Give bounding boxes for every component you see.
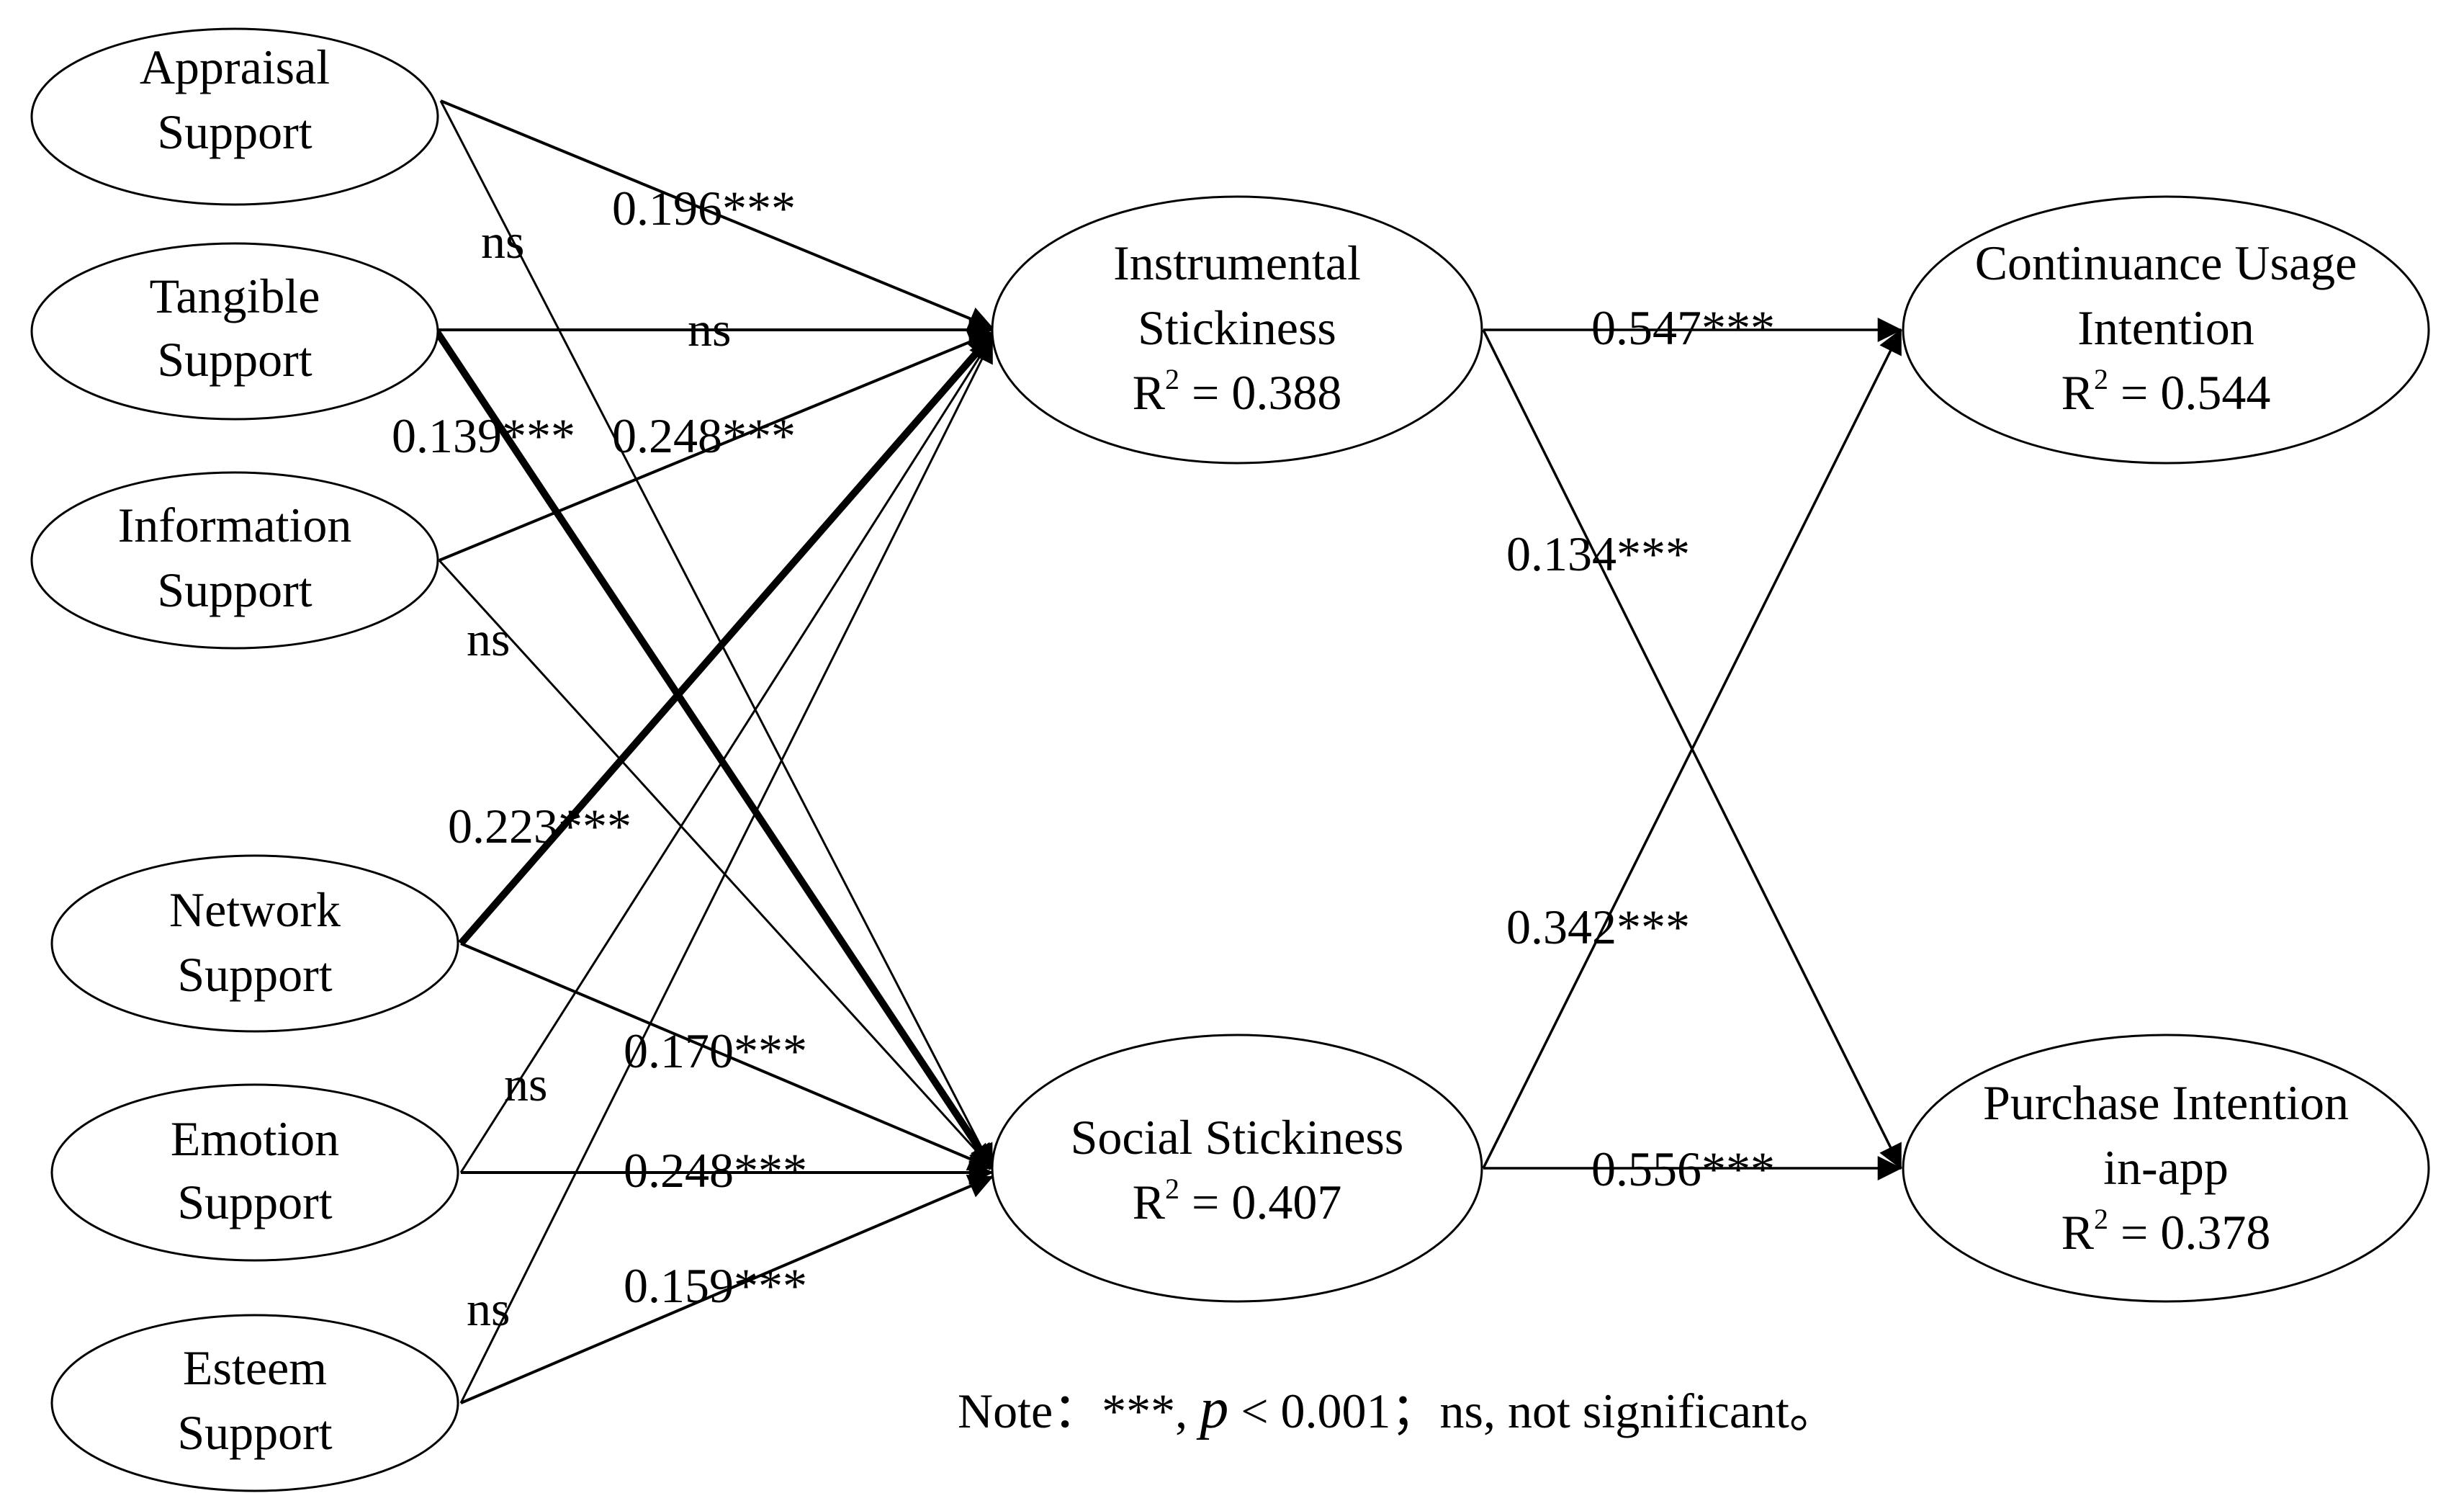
label-emotion-social: 0.248*** xyxy=(624,1143,807,1198)
node-instrumental-r2: R2 = 0.388 xyxy=(1133,363,1342,420)
node-emotion-line1: Emotion xyxy=(171,1111,339,1166)
node-social-r2: R2 = 0.407 xyxy=(1133,1173,1342,1229)
path-esteem-social xyxy=(460,1175,994,1404)
note-suffix: < 0.001；ns, not significant。 xyxy=(1228,1384,1838,1438)
label-appraisal-instrumental: 0.196*** xyxy=(612,181,796,236)
note-p: p xyxy=(1196,1377,1228,1440)
node-purchase-intention-in-app: Purchase Intention in-app R2 = 0.378 xyxy=(1902,1034,2430,1303)
node-continuance-line2: Intention xyxy=(2077,300,2254,355)
path-network-instrumental xyxy=(458,332,995,946)
path-tangible-social xyxy=(432,328,996,1170)
label-information-social: ns xyxy=(467,611,510,666)
node-network-line2: Support xyxy=(177,947,332,1002)
label-instrumental-continuance: 0.547*** xyxy=(1591,300,1775,355)
note-prefix: Note：***, xyxy=(958,1384,1200,1438)
node-purchase-line2: in-app xyxy=(2103,1140,2229,1195)
node-network-line1: Network xyxy=(169,882,341,937)
label-information-instrumental: 0.248*** xyxy=(612,408,796,463)
node-purchase-r2: R2 = 0.378 xyxy=(2061,1203,2271,1260)
node-tangible-support: Tangible Support xyxy=(30,242,439,421)
node-esteem-line2: Support xyxy=(177,1405,332,1460)
node-appraisal-line1: Appraisal xyxy=(140,40,330,94)
label-social-continuance: 0.342*** xyxy=(1506,900,1690,954)
node-appraisal-line2: Support xyxy=(157,104,312,159)
node-social-stickiness: Social Stickiness R2 = 0.407 xyxy=(991,1034,1483,1303)
node-continuance-r2: R2 = 0.544 xyxy=(2061,363,2271,420)
node-information-line1: Information xyxy=(118,498,352,552)
path-network-social xyxy=(460,942,994,1171)
node-continuance-usage-intention: Continuance Usage Intention R2 = 0.544 xyxy=(1902,195,2430,465)
node-tangible-line1: Tangible xyxy=(150,269,320,323)
node-instrumental-line1: Instrumental xyxy=(1113,236,1361,290)
label-emotion-instrumental: ns xyxy=(504,1057,547,1111)
node-network-support: Network Support xyxy=(50,854,459,1033)
node-instrumental-line2: Stickiness xyxy=(1138,300,1336,355)
node-information-support: Information Support xyxy=(30,471,439,650)
node-tangible-line2: Support xyxy=(157,332,312,387)
path-appraisal-social xyxy=(439,100,994,1170)
node-appraisal-support: Appraisal Support xyxy=(30,27,439,206)
label-network-instrumental: 0.223*** xyxy=(448,799,631,853)
label-tangible-instrumental: ns xyxy=(688,302,731,357)
node-continuance-line1: Continuance Usage xyxy=(1975,236,2357,290)
node-instrumental-stickiness: Instrumental Stickiness R2 = 0.388 xyxy=(991,195,1483,465)
label-instrumental-purchase: 0.134*** xyxy=(1506,526,1690,581)
node-esteem-support: Esteem Support xyxy=(50,1314,459,1492)
node-social-line1: Social Stickiness xyxy=(1071,1110,1404,1165)
node-purchase-line1: Purchase Intention xyxy=(1983,1075,2349,1130)
node-esteem-line1: Esteem xyxy=(183,1340,327,1395)
path-social-continuance xyxy=(1482,328,1902,1169)
label-tangible-social: 0.139*** xyxy=(392,408,575,463)
label-esteem-social: 0.159*** xyxy=(624,1258,807,1313)
path-emotion-instrumental xyxy=(459,336,994,1173)
path-information-social xyxy=(438,559,994,1170)
node-emotion-support: Emotion Support xyxy=(50,1083,459,1262)
label-appraisal-social: ns xyxy=(481,214,524,269)
label-social-purchase: 0.556*** xyxy=(1591,1142,1775,1196)
path-esteem-instrumental xyxy=(459,337,994,1404)
label-esteem-instrumental: ns xyxy=(467,1281,510,1336)
label-network-social: 0.170*** xyxy=(624,1023,807,1078)
path-appraisal-instrumental xyxy=(440,99,994,331)
note: Note：***, p < 0.001；ns, not significant。 xyxy=(958,1377,1838,1440)
node-information-line2: Support xyxy=(157,562,312,617)
path-information-instrumental xyxy=(439,330,994,562)
node-emotion-line2: Support xyxy=(177,1175,332,1229)
